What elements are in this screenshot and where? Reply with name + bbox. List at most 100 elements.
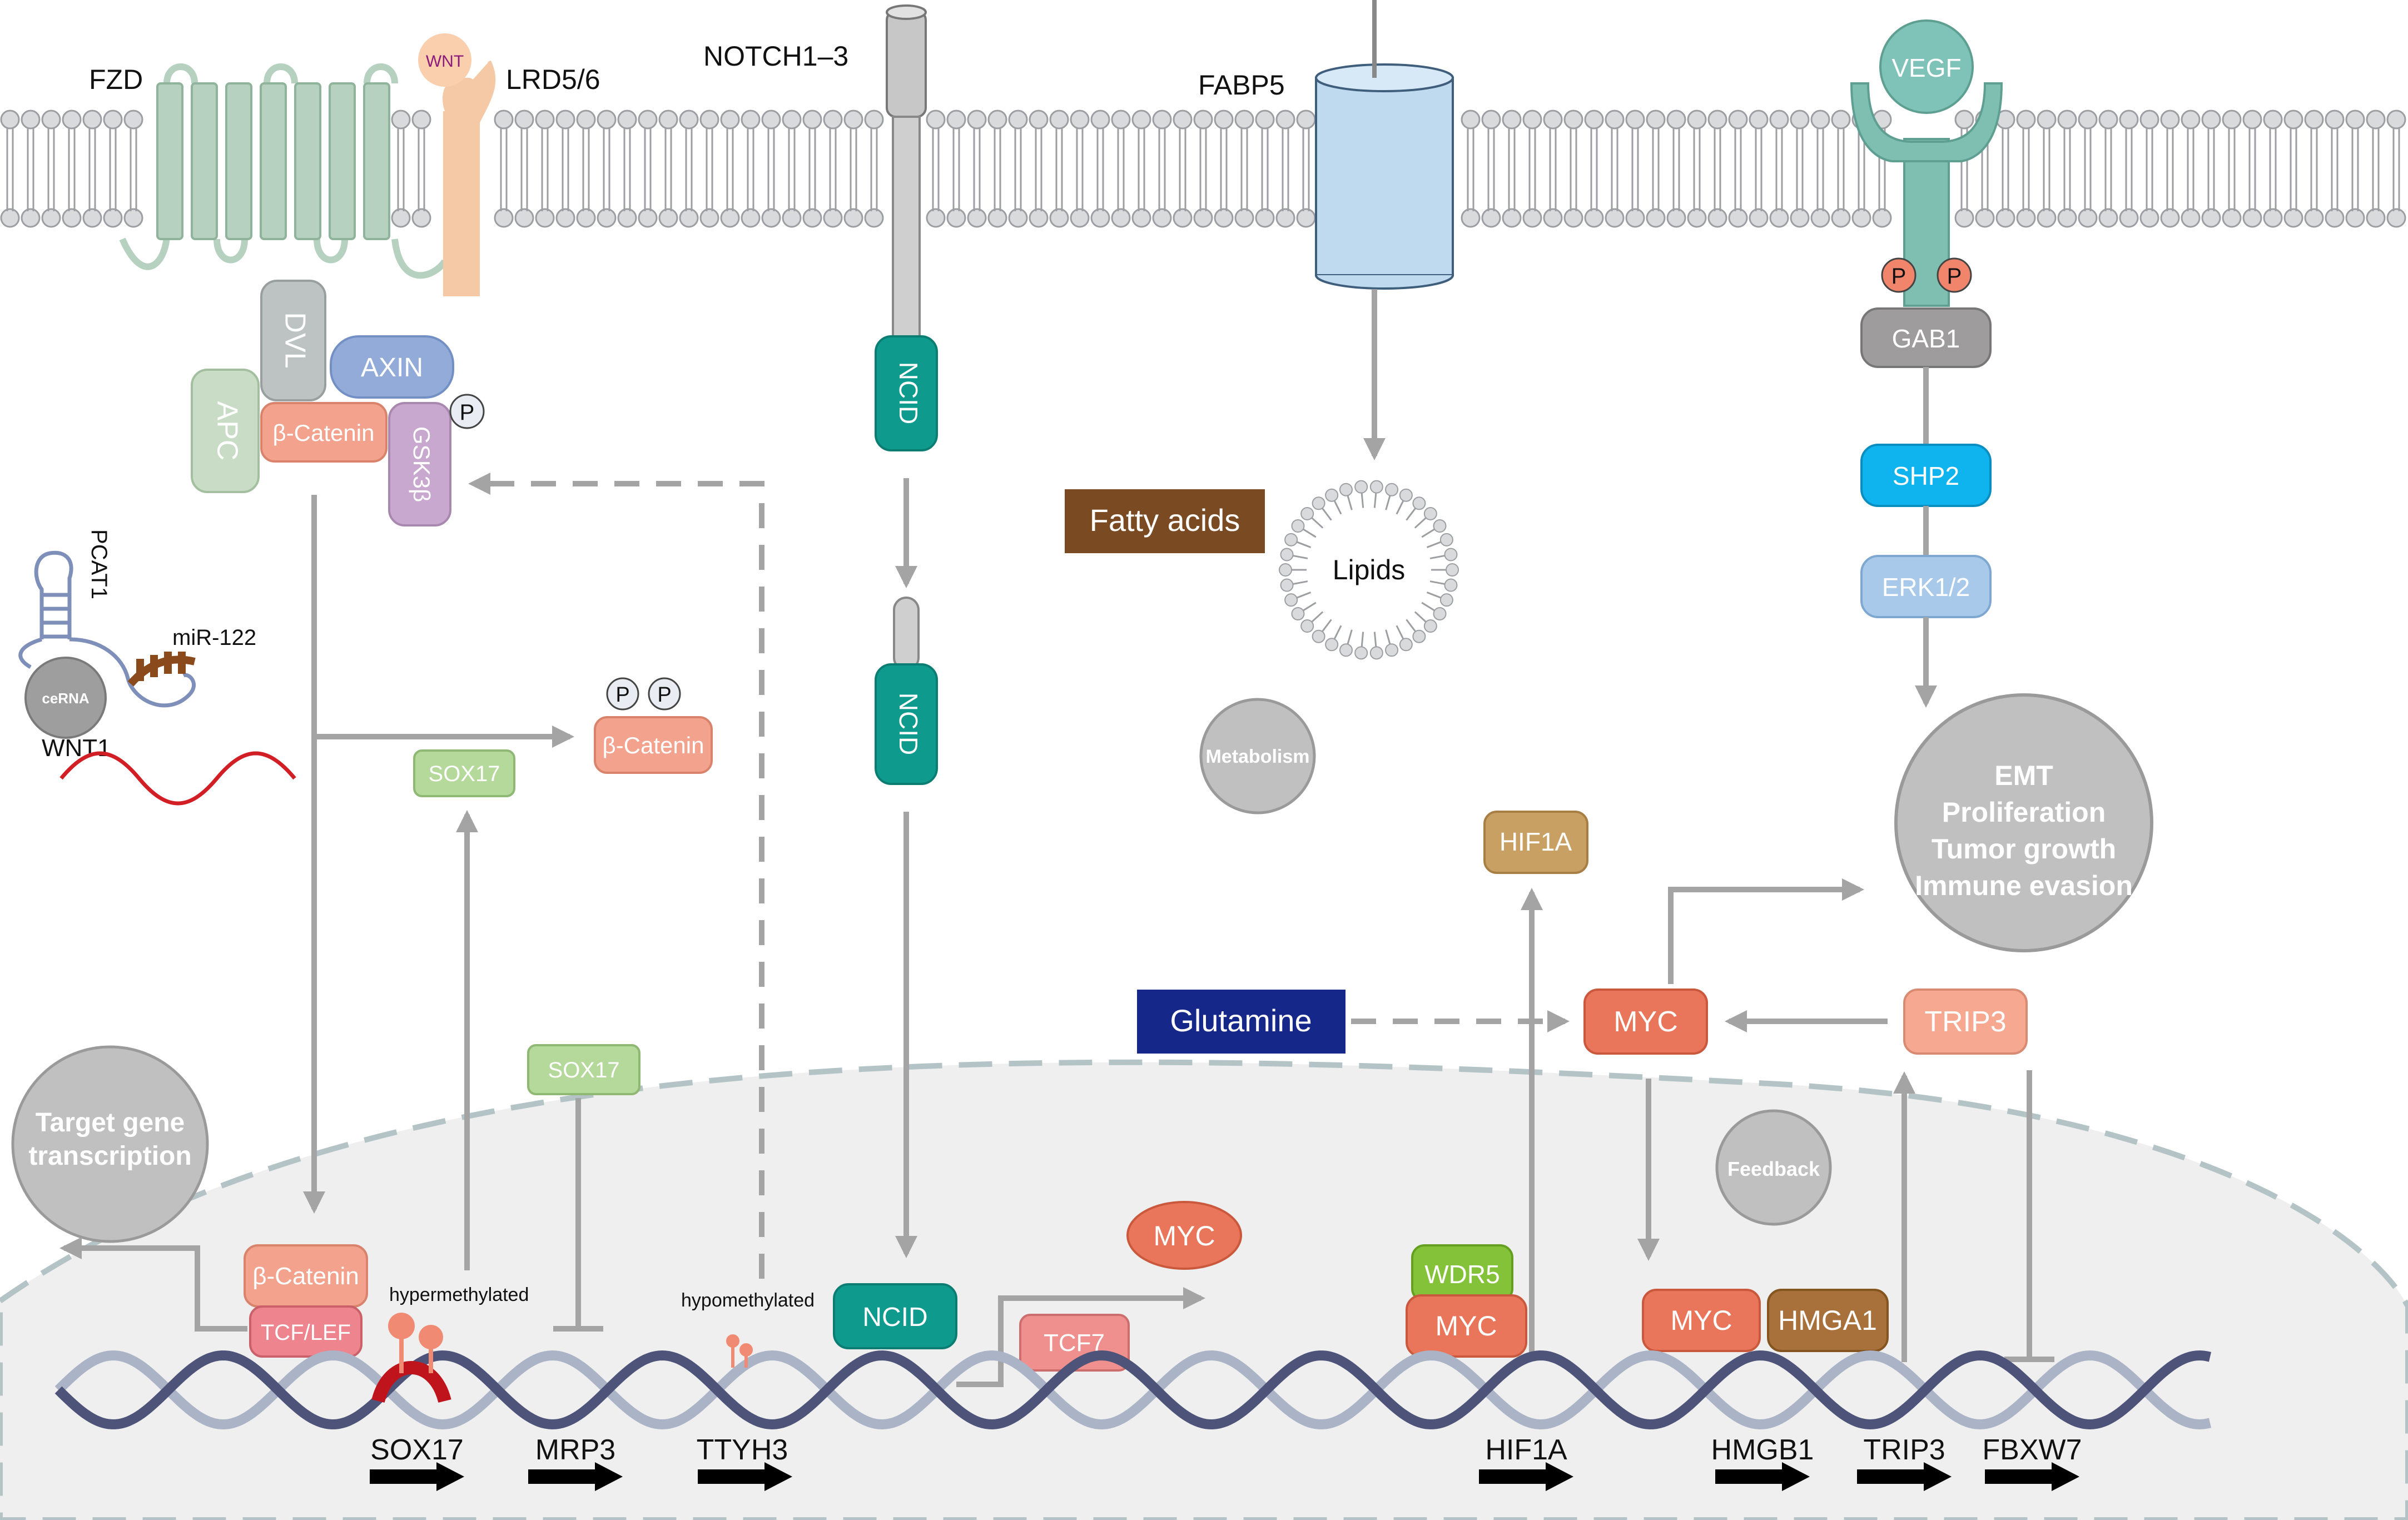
trip3-protein-node	[1903, 989, 2028, 1055]
outcome-tumor-growth: Tumor growth	[1932, 833, 2116, 865]
target-gene-line1: Target gene	[36, 1108, 185, 1137]
hypomethylated-label: hypomethylated	[681, 1290, 815, 1311]
cerna-circle	[24, 657, 107, 739]
tcf-to-target-arrow	[59, 1237, 247, 1332]
fatty-acids-label: Fatty acids	[1090, 503, 1240, 538]
gene-direction-arrows	[370, 1462, 2079, 1491]
myc-hmga-label: MYC	[1670, 1305, 1732, 1336]
gene-hif1a: HIF1A	[1485, 1434, 1567, 1466]
beta-catenin-phospho-a	[606, 677, 639, 711]
target-gene-line2: transcription	[28, 1141, 191, 1171]
myc-main-label: MYC	[1613, 1006, 1678, 1038]
vegfr-y-arms	[1850, 82, 2003, 162]
beta-catenin-phospho-a-label: P	[615, 683, 629, 707]
outcome-circle	[1894, 693, 2153, 952]
gsk3b-phospho	[449, 394, 485, 429]
gene-trip3: TRIP3	[1863, 1434, 1945, 1466]
vegf-label: VEGF	[1891, 53, 1961, 82]
gsk3b-phospho-label: P	[460, 400, 475, 425]
notch-extracellular	[886, 10, 927, 118]
ncid-2-label: NCID	[894, 693, 923, 755]
dvl-node	[260, 280, 326, 401]
hypermethylation-lollipops	[388, 1313, 443, 1373]
hmga1-node	[1767, 1289, 1889, 1352]
vegf-ligand	[1879, 19, 1974, 114]
ncid-stub	[893, 597, 920, 671]
erk-label: ERK1/2	[1882, 573, 1970, 602]
ttyh3-to-gsk3b-arrow	[468, 473, 764, 1279]
fzd-receptor	[119, 63, 448, 279]
wdr5-label: WDR5	[1424, 1260, 1500, 1289]
apc-node	[191, 369, 260, 493]
beta-catenin-phospho-b	[648, 677, 681, 711]
shp2-label: SHP2	[1893, 461, 1959, 490]
beta-catenin-phos-node	[594, 716, 713, 774]
glutamine-box	[1137, 990, 1345, 1054]
myc-to-outcome-arrow	[1668, 878, 1864, 984]
pcat1-hairpin	[18, 550, 196, 708]
outcome-emt: EMT	[1994, 760, 2053, 791]
glutamine-label: Glutamine	[1170, 1003, 1312, 1038]
gene-sox17: SOX17	[370, 1434, 464, 1466]
lipid-micelle	[1279, 480, 1459, 660]
axin-label: AXIN	[361, 353, 423, 383]
myc-out-label: MYC	[1153, 1220, 1215, 1251]
notch-label: NOTCH1–3	[703, 41, 848, 72]
phospho-site	[1937, 257, 1972, 293]
sox17-cyto-node	[413, 749, 515, 797]
sox17-nuc-node	[527, 1044, 641, 1095]
beta-catenin-complex-node	[260, 402, 388, 463]
beta-catenin-phospho-b-label: P	[657, 683, 671, 707]
metabolism-circle	[1199, 698, 1316, 814]
ncid-2-node	[875, 663, 938, 785]
sox17-nuc-label: SOX17	[548, 1058, 620, 1082]
ncid-receptor-domain	[875, 335, 938, 451]
metabolism-label: Metabolism	[1205, 746, 1309, 767]
target-gene-circle	[11, 1045, 209, 1243]
gene-fbxw7: FBXW7	[1982, 1434, 2082, 1466]
phospho-site	[1881, 257, 1917, 293]
wnt-ligand	[418, 33, 471, 87]
beta-catenin-phos-label: β-Catenin	[603, 732, 704, 758]
outcome-immune-evasion: Immune evasion	[1915, 870, 2133, 901]
fabp5-channel	[1315, 63, 1454, 290]
gsk3b-label: GSK3β	[409, 426, 435, 502]
phospho-label: P	[1891, 264, 1906, 289]
wnt1-mrna	[59, 751, 296, 806]
myc-main-node	[1583, 989, 1708, 1055]
sox17-cyto-label: SOX17	[429, 762, 500, 786]
myc-hmga-node	[1642, 1289, 1761, 1352]
gene-hmgb1: HMGB1	[1711, 1434, 1814, 1466]
tcf7-to-myc-arrow	[956, 1287, 1205, 1387]
myc-out-node	[1126, 1201, 1242, 1270]
lipids-label: Lipids	[1333, 554, 1406, 585]
beta-catenin-complex-label: β-Catenin	[273, 420, 375, 446]
cell-membrane	[0, 110, 2406, 228]
apc-label: APC	[211, 401, 243, 461]
hypomethylation-lollipops	[726, 1334, 753, 1368]
gene-labels: SOX17 MRP3 TTYH3 HIF1A HMGB1 TRIP3 FBXW7	[370, 1434, 2082, 1466]
gene-ttyh3: TTYH3	[697, 1434, 788, 1466]
ncid-1-label: NCID	[894, 362, 923, 424]
hypermethylated-label: hypermethylated	[389, 1284, 529, 1305]
feedback-label: Feedback	[1727, 1158, 1820, 1180]
ncid-nuc-node	[833, 1283, 957, 1349]
hif1a-protein-node	[1483, 811, 1588, 874]
mir122-strand	[127, 652, 196, 687]
hypermethylation-mark	[371, 1361, 451, 1403]
lrd-label: LRD5/6	[506, 64, 600, 95]
myc-wdr5-node	[1406, 1294, 1527, 1358]
feedback-circle	[1715, 1109, 1832, 1226]
dvl-label: DVL	[279, 312, 311, 368]
phospho-label: P	[1947, 264, 1962, 289]
notch-transmembrane	[892, 116, 921, 340]
lrp-receptor	[442, 60, 496, 296]
gene-mrp3: MRP3	[535, 1434, 615, 1466]
cerna-label: ceRNA	[42, 690, 89, 707]
fatty-acids-box	[1065, 489, 1265, 553]
hmga1-label: HMGA1	[1778, 1305, 1877, 1336]
trip3-protein-label: TRIP3	[1924, 1006, 2006, 1038]
beta-catenin-nuc-label: β-Catenin	[252, 1263, 359, 1290]
fabp5-label: FABP5	[1198, 69, 1285, 101]
wnt-label: WNT	[426, 52, 464, 71]
